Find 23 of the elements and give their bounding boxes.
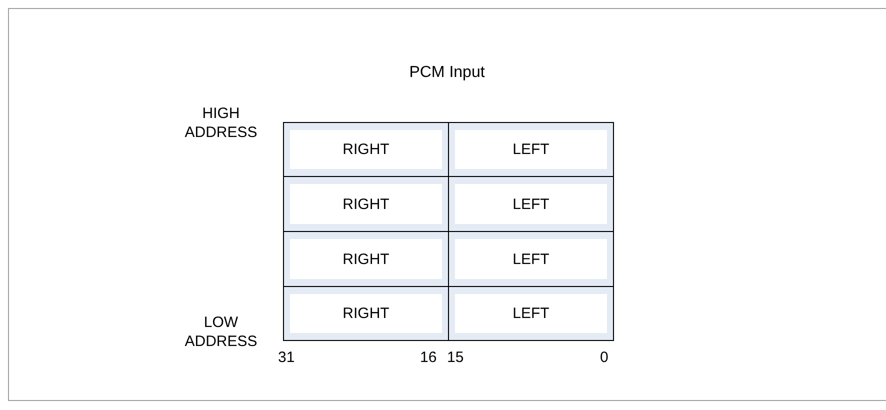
memory-cell bbox=[283, 286, 449, 341]
memory-cell bbox=[283, 176, 449, 232]
cell-label: RIGHT bbox=[342, 141, 390, 158]
memory-cell bbox=[448, 122, 614, 177]
cell-label: LEFT bbox=[512, 141, 550, 158]
cell-label: LEFT bbox=[512, 250, 550, 268]
memory-cell bbox=[283, 122, 449, 177]
memory-cell bbox=[448, 286, 614, 341]
cell-label: RIGHT bbox=[342, 305, 390, 322]
cell-label: RIGHT bbox=[342, 196, 390, 212]
bit-number: 0 bbox=[600, 349, 608, 366]
address-label: HIGH ADDRESS bbox=[184, 104, 258, 142]
diagram-title: PCM Input bbox=[408, 64, 486, 82]
memory-cell bbox=[448, 231, 614, 287]
cell-label: LEFT bbox=[512, 305, 550, 322]
address-label: LOW ADDRESS bbox=[184, 313, 258, 351]
bit-number: 15 bbox=[447, 349, 464, 366]
bit-number: 16 bbox=[420, 349, 437, 366]
memory-cell bbox=[283, 231, 449, 287]
bit-number: 31 bbox=[278, 349, 295, 366]
cell-label: LEFT bbox=[512, 196, 550, 212]
memory-cell bbox=[448, 176, 614, 232]
cell-label: RIGHT bbox=[342, 250, 390, 268]
